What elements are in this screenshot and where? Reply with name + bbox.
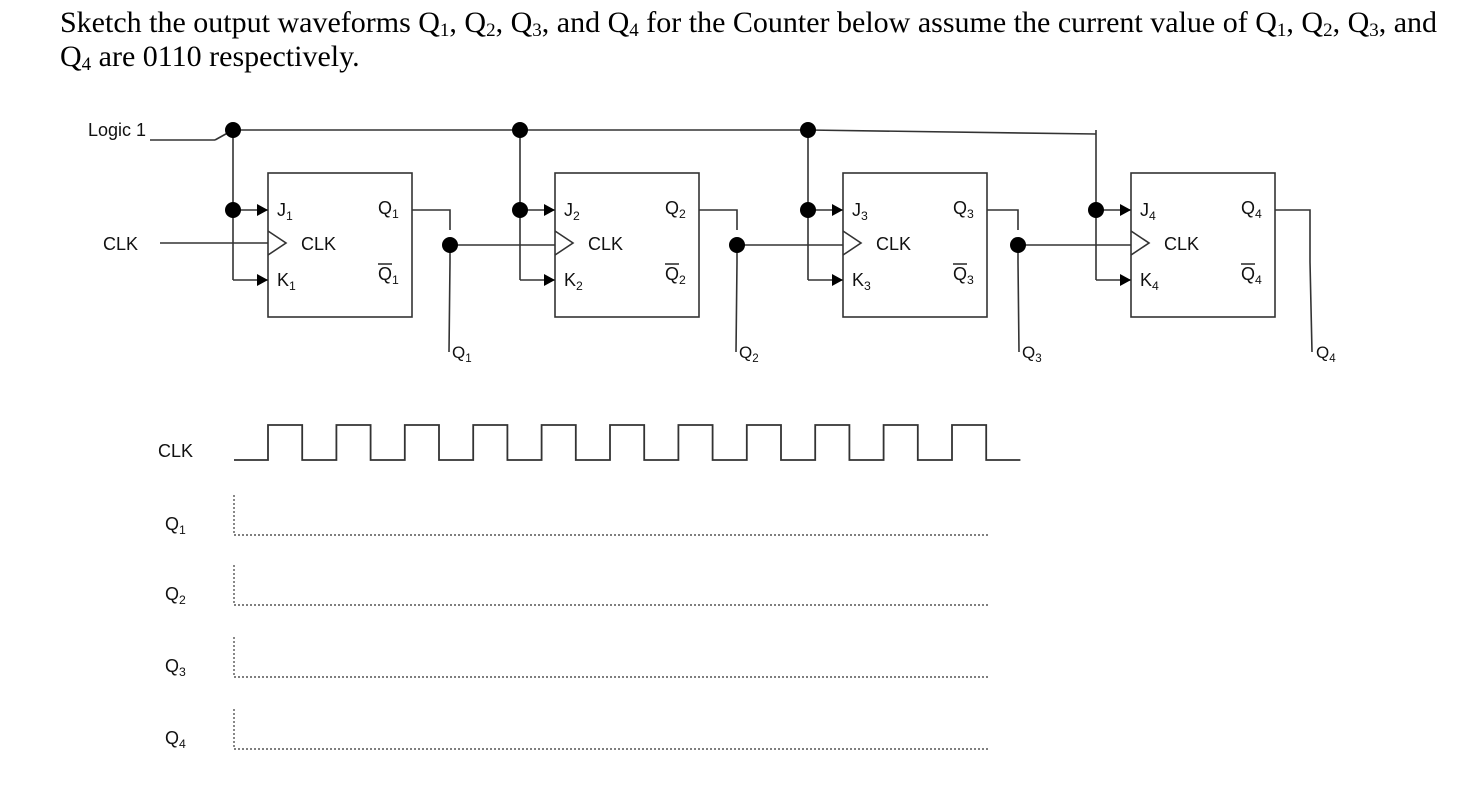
flip-flop-3-qbar-label: Q3 — [953, 264, 974, 287]
timing-q2-label: Q2 — [165, 584, 186, 607]
q-output-2-label: Q2 — [739, 343, 759, 365]
q-output-3-top — [987, 209, 1019, 230]
logic-1-junction-3 — [800, 122, 816, 138]
flip-flop-1-j-label: J1 — [277, 200, 293, 223]
flip-flop-1-q-label: Q1 — [378, 198, 399, 221]
flip-flop-4-j-label: J4 — [1140, 200, 1156, 223]
timing-clk-label: CLK — [158, 441, 193, 461]
flip-flop-3-clk-label: CLK — [876, 234, 911, 254]
flip-flop-4-qbar-label: Q4 — [1241, 264, 1262, 287]
flip-flop-2-qbar-label: Q2 — [665, 264, 686, 287]
flip-flop-3-body — [842, 172, 988, 318]
k-arrow-1 — [257, 274, 268, 286]
clk-waveform — [234, 424, 1021, 461]
q-node-3 — [1010, 237, 1026, 253]
flip-flop-4-clk-label: CLK — [1164, 234, 1199, 254]
flip-flop-2-body — [554, 172, 700, 318]
flip-flop-2-k-label: K2 — [564, 270, 583, 293]
flip-flop-4-clock-edge — [1130, 230, 1151, 256]
timing-q3-label: Q3 — [165, 656, 186, 679]
j-arrow-4 — [1120, 204, 1131, 216]
j-junction-3 — [800, 202, 816, 218]
logic-1-junction-1 — [225, 122, 241, 138]
flip-flop-4-q-label: Q4 — [1241, 198, 1262, 221]
flip-flop-1-k-label: K1 — [277, 270, 296, 293]
q-node-1 — [442, 237, 458, 253]
q-output-3-lead — [1017, 245, 1020, 353]
flip-flop-2-clk-label: CLK — [588, 234, 623, 254]
q-output-1-lead — [448, 245, 451, 353]
timing-q4-label: Q4 — [165, 728, 186, 751]
k-arrow-4 — [1120, 274, 1131, 286]
j-junction-2 — [512, 202, 528, 218]
timing-q1-label: Q1 — [165, 514, 186, 537]
j-arrow-1 — [257, 204, 268, 216]
q-output-4-lead — [1309, 238, 1313, 353]
j-arrow-2 — [544, 204, 555, 216]
flip-flop-2-clock-edge — [554, 230, 575, 256]
flip-flop-1-clock-edge — [267, 230, 288, 256]
j-junction-4 — [1088, 202, 1104, 218]
j-junction-1 — [225, 202, 241, 218]
flip-flop-3-j-label: J3 — [852, 200, 868, 223]
q-output-1-label: Q1 — [452, 343, 472, 365]
flip-flop-3-k-label: K3 — [852, 270, 871, 293]
clk-input-label: CLK — [103, 234, 138, 254]
logic-1-label: Logic 1 — [88, 120, 146, 140]
j-arrow-3 — [832, 204, 843, 216]
q-output-3-label: Q3 — [1022, 343, 1042, 365]
logic-1-bus-right — [807, 129, 1097, 135]
question-text: Sketch the output waveforms Q1, Q2, Q3, … — [60, 6, 1438, 75]
flip-flop-3-clock-edge — [842, 230, 863, 256]
flip-flop-3-q-label: Q3 — [953, 198, 974, 221]
flip-flop-1-body — [267, 172, 413, 318]
flip-flop-2-q-label: Q2 — [665, 198, 686, 221]
flip-flop-4-k-label: K4 — [1140, 270, 1159, 293]
logic-1-junction-2 — [512, 122, 528, 138]
flip-flop-2-j-label: J2 — [564, 200, 580, 223]
q-output-2-lead — [735, 245, 738, 353]
q-output-2-top — [699, 209, 738, 230]
k-arrow-2 — [544, 274, 555, 286]
q-output-4-top — [1275, 209, 1311, 238]
q-output-1-top — [412, 209, 451, 230]
q-node-2 — [729, 237, 745, 253]
k-arrow-3 — [832, 274, 843, 286]
flip-flop-1-clk-label: CLK — [301, 234, 336, 254]
flip-flop-1-qbar-label: Q1 — [378, 264, 399, 287]
flip-flop-4-body — [1130, 172, 1276, 318]
q-output-4-label: Q4 — [1316, 343, 1336, 365]
